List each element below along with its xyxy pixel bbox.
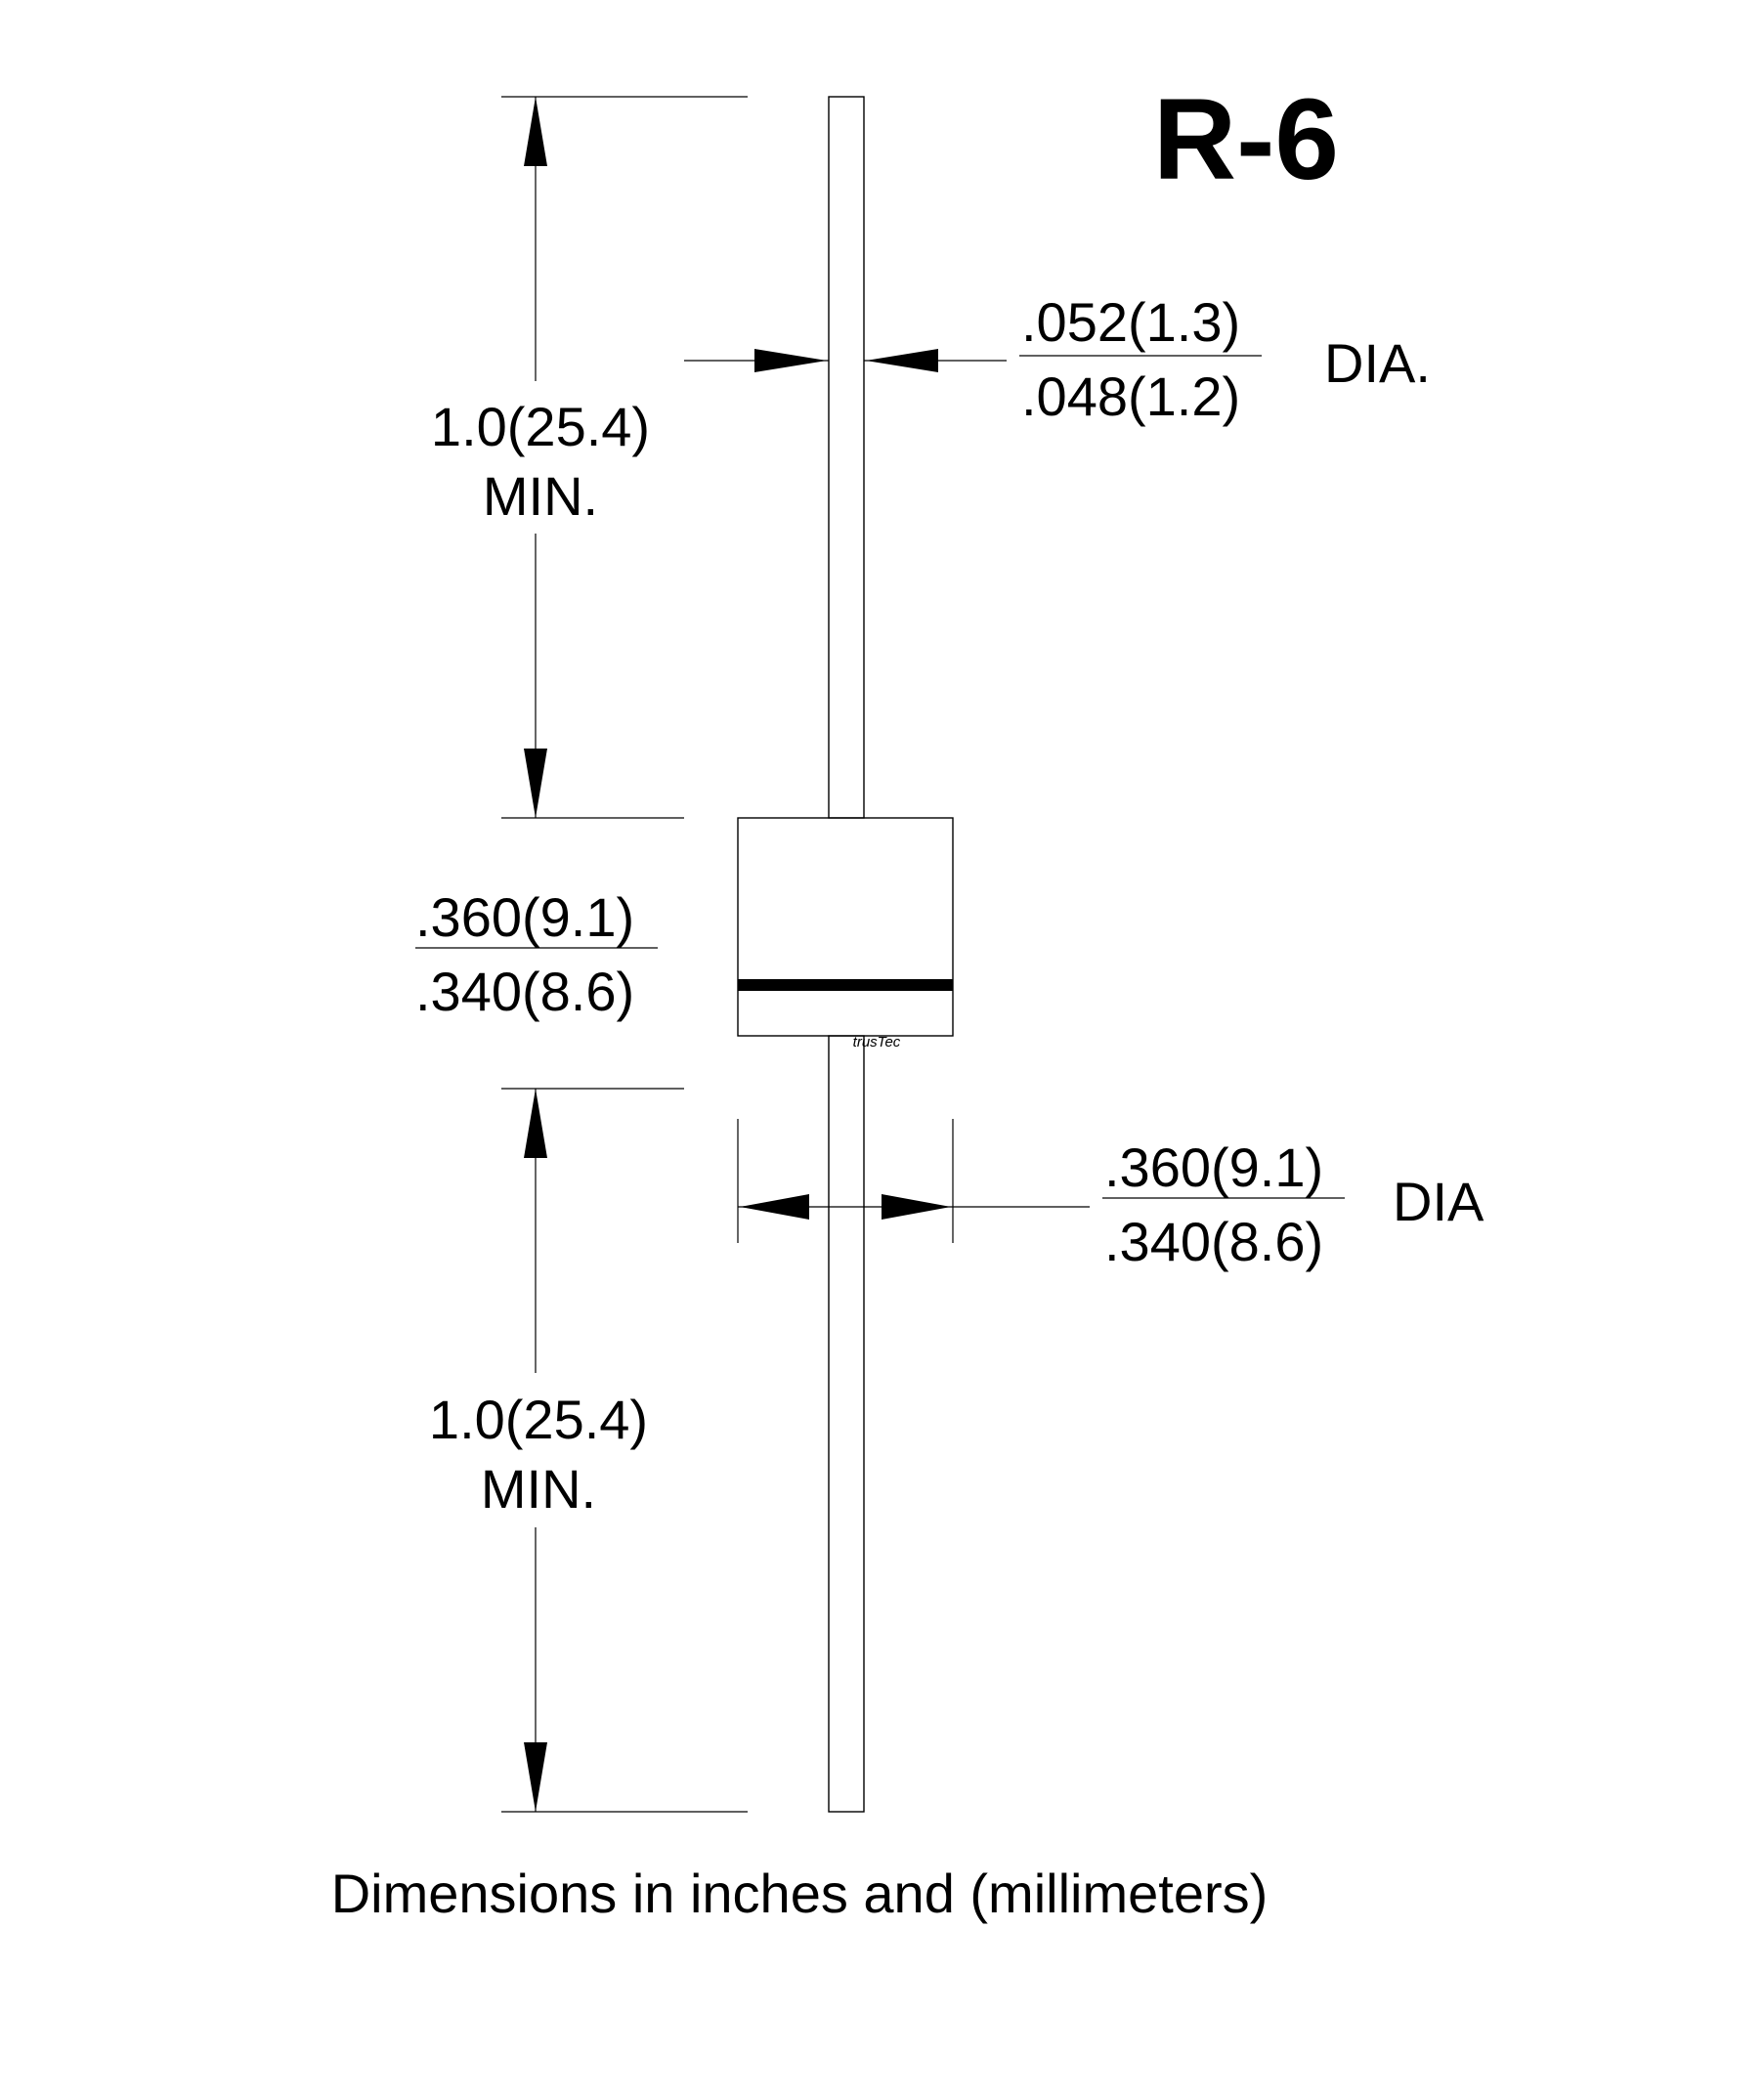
lead-diameter-dimension: .052(1.3) .048(1.2) DIA. [684, 291, 1431, 427]
top-lead-length-dimension: 1.0(25.4) MIN. [431, 96, 748, 819]
cathode-band [738, 979, 953, 991]
arrow-left-icon [740, 1194, 809, 1220]
body-diameter-max: .360(9.1) [1104, 1136, 1323, 1198]
bottom-lead [828, 1035, 865, 1813]
lead-diameter-suffix: DIA. [1324, 332, 1431, 394]
body-length-max: .360(9.1) [415, 886, 634, 948]
bottom-lead-length-dimension: 1.0(25.4) MIN. [429, 1088, 748, 1813]
body-diameter-suffix: DIA [1393, 1171, 1484, 1232]
top-lead [828, 96, 865, 819]
body-length-dimension: .360(9.1) .340(8.6) [415, 886, 658, 1022]
top-lead-length-suffix: MIN. [483, 465, 598, 527]
top-lead-length-value: 1.0(25.4) [431, 396, 650, 457]
bottom-lead-length-suffix: MIN. [481, 1458, 596, 1520]
body-diameter-dimension: .360(9.1) .340(8.6) DIA [737, 1119, 1484, 1272]
arrow-up-icon [524, 97, 547, 166]
arrow-right-icon [882, 1194, 951, 1220]
lead-diameter-min: .048(1.2) [1021, 365, 1240, 427]
body-diameter-min: .340(8.6) [1104, 1211, 1323, 1272]
bottom-lead-length-value: 1.0(25.4) [429, 1389, 648, 1450]
lead-diameter-max: .052(1.3) [1021, 291, 1240, 353]
body-length-min: .340(8.6) [415, 961, 634, 1022]
dimensions-note: Dimensions in inches and (millimeters) [331, 1863, 1269, 1924]
arrow-down-icon [524, 1742, 547, 1812]
arrow-down-icon [524, 749, 547, 818]
arrow-right-icon [754, 349, 827, 372]
package-title: R-6 [1153, 75, 1339, 204]
brand-marking: trusTec [853, 1034, 901, 1050]
arrow-up-icon [524, 1089, 547, 1158]
component-body [737, 817, 954, 1037]
arrow-left-icon [866, 349, 938, 372]
